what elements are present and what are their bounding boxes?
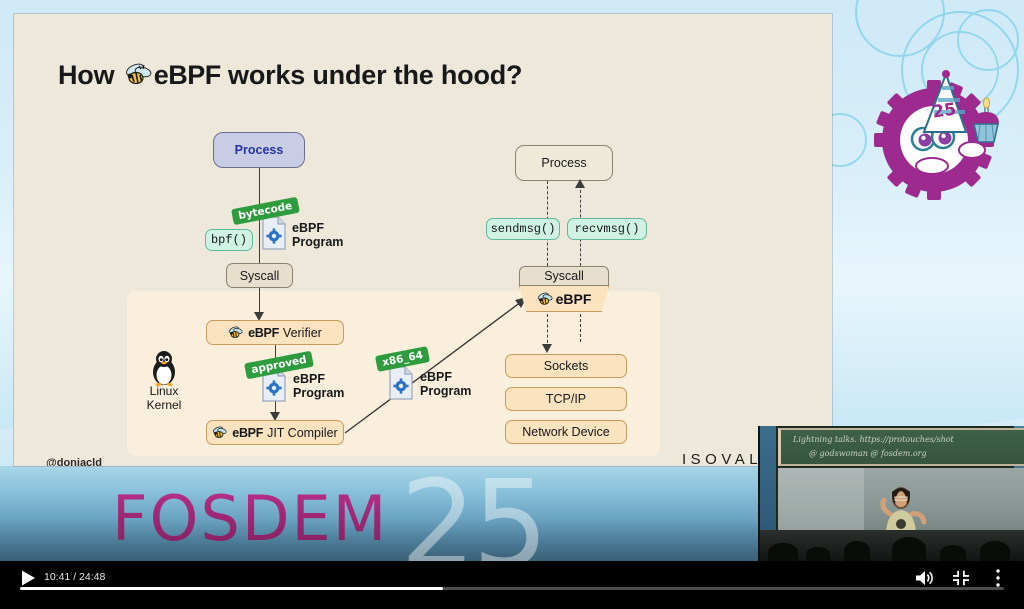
bee-icon-hook <box>537 292 553 305</box>
ebpf-jit-compiler-box[interactable]: eBPF JIT Compiler <box>206 420 344 445</box>
jit-label: JIT Compiler <box>267 425 338 440</box>
network-device-box[interactable]: Network Device <box>505 420 627 444</box>
right-process-box[interactable]: Process <box>515 145 613 181</box>
verifier-brand: eBPF <box>248 325 279 340</box>
compiled-ebpf-program-label: eBPF Program <box>420 370 471 398</box>
bpf-syscall-box[interactable]: bpf() <box>205 229 253 251</box>
play-icon <box>22 570 35 586</box>
bee-icon <box>123 63 153 94</box>
middle-program-line1: eBPF <box>420 370 452 384</box>
progress-bar-fill <box>20 587 444 590</box>
volume-button[interactable] <box>911 566 935 590</box>
slide-title: How eBPF works under the hood? <box>58 60 523 94</box>
more-options-button[interactable] <box>986 566 1010 590</box>
player-control-bar[interactable]: 10:41 / 24:48 <box>0 561 1024 609</box>
fosdem-wordmark: FOSDEM <box>112 482 389 555</box>
bee-icon-verifier <box>229 326 243 338</box>
slide-title-suffix: works under the hood? <box>220 60 523 90</box>
bee-icon-jit <box>213 426 227 438</box>
play-button[interactable] <box>16 566 40 590</box>
exit-fullscreen-button[interactable] <box>949 566 973 590</box>
more-options-icon <box>996 569 1000 587</box>
recvmsg-box[interactable]: recvmsg() <box>567 218 647 240</box>
presentation-slide: How eBPF works under the hood? <box>14 14 832 466</box>
slide-title-prefix: How <box>58 60 122 90</box>
left-process-box[interactable]: Process <box>213 132 305 168</box>
speaker-handle: @doniacld <box>46 457 102 466</box>
ebpf-hook-label: eBPF <box>555 290 592 307</box>
middle-program-line2: Program <box>420 384 472 398</box>
speaker-camera-pip[interactable]: Lightning talks. https://protouches/shot… <box>758 426 1024 561</box>
left-syscall-box[interactable]: Syscall <box>226 263 293 288</box>
left-ebpf-program-label: eBPF Program <box>292 221 343 249</box>
time-display: 10:41 / 24:48 <box>44 571 106 583</box>
kernel-program-line1: eBPF <box>293 372 325 386</box>
compiled-ebpf-program-document-icon <box>389 366 413 400</box>
verifier-label: Verifier <box>282 325 322 340</box>
lecture-hall-wall-panel <box>778 468 864 530</box>
connector-hook-to-sockets-dashed <box>547 314 548 348</box>
sockets-box[interactable]: Sockets <box>505 354 627 378</box>
svg-text:25: 25 <box>931 99 957 122</box>
video-viewport[interactable]: 25 FOSDEM How eBPF works under the hood? <box>0 0 1024 561</box>
kernel-ebpf-program-label: eBPF Program <box>293 372 344 400</box>
fullscreen-exit-icon <box>953 570 969 586</box>
fosdem-year-watermark: 25 <box>400 456 549 561</box>
arrowhead-to-jit <box>270 412 280 421</box>
chalkboard: Lightning talks. https://protouches/shot… <box>778 428 1024 466</box>
tcpip-box[interactable]: TCP/IP <box>505 387 627 411</box>
ebpf-program-document-icon <box>262 216 286 250</box>
jit-brand: eBPF <box>232 425 264 440</box>
arrowhead-to-sockets <box>542 344 552 353</box>
kernel-program-line2: Program <box>293 386 345 400</box>
audience-silhouettes <box>760 530 1024 561</box>
connector-sockets-to-hook-dashed <box>580 314 581 342</box>
slide-title-brand: eBPF <box>153 60 222 90</box>
fosdem-gear-mascot: 25 <box>874 70 999 200</box>
volume-icon <box>915 571 933 585</box>
connector-syscall-to-verifier <box>258 288 260 317</box>
left-program-line1: eBPF <box>292 221 324 235</box>
left-program-line2: Program <box>292 235 344 249</box>
sendmsg-box[interactable]: sendmsg() <box>486 218 560 240</box>
linux-label-line1: Linux <box>149 384 179 398</box>
right-syscall-box[interactable]: Syscall <box>519 266 609 286</box>
linux-penguin-icon <box>153 351 175 386</box>
ebpf-verifier-box[interactable]: eBPF Verifier <box>206 320 344 345</box>
arrowhead-to-process <box>575 179 585 188</box>
arrowhead-to-verifier <box>254 312 264 321</box>
linux-kernel-label: Linux Kernel <box>132 384 196 412</box>
ebpf-hook-trapezoid[interactable]: eBPF <box>519 286 609 312</box>
progress-bar-track[interactable] <box>20 587 1004 590</box>
linux-label-line2: Kernel <box>146 398 182 412</box>
pip-left-edge <box>760 426 776 561</box>
